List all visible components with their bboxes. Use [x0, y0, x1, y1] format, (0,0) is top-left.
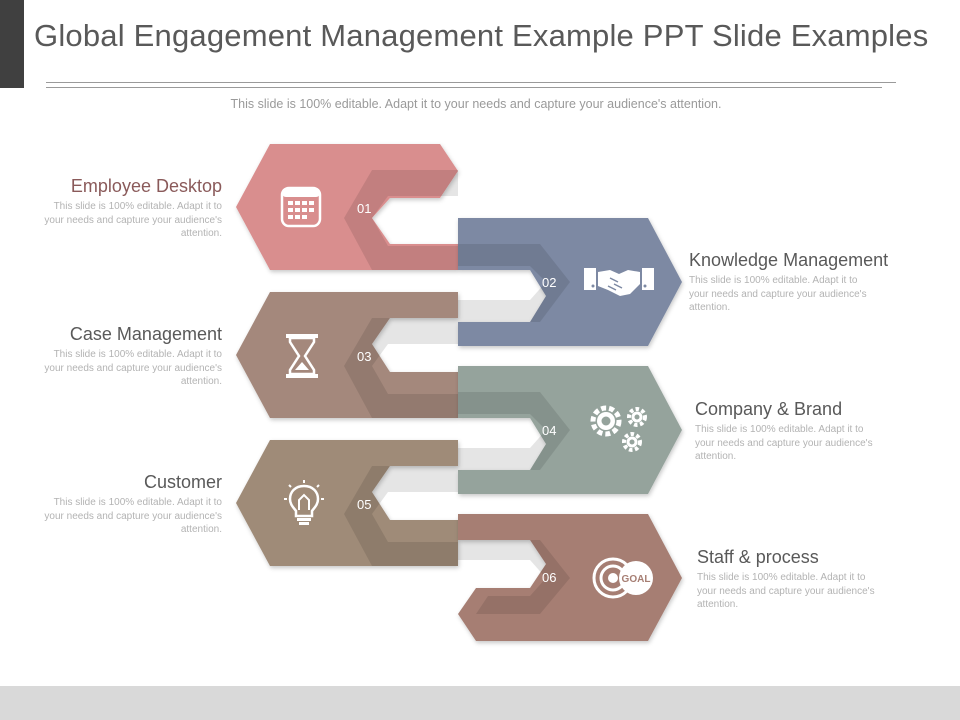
step-04-desc: This slide is 100% editable. Adapt it to… — [695, 424, 873, 462]
step-02-title: Knowledge Management — [689, 250, 889, 270]
step-01-arrow — [236, 144, 458, 270]
step-02-number: 02 — [542, 275, 556, 290]
goal-target-icon: GOAL — [592, 557, 653, 599]
step-02-arrow — [458, 218, 682, 346]
handshake-icon — [584, 268, 654, 296]
step-03-arrow — [236, 292, 458, 418]
step-05-arrow — [236, 440, 458, 566]
step-06-desc: This slide is 100% editable. Adapt it to… — [697, 572, 875, 610]
step-06-label: Staff & process This slide is 100% edita… — [697, 547, 947, 612]
step-06-title: Staff & process — [697, 547, 819, 567]
step-02-label: Knowledge Management This slide is 100% … — [689, 250, 949, 315]
step-04-label: Company & Brand This slide is 100% edita… — [695, 399, 945, 464]
step-05-title: Customer — [143, 472, 222, 492]
slide-subtitle: This slide is 100% editable. Adapt it to… — [230, 97, 722, 111]
lightbulb-icon — [284, 480, 324, 525]
step-04-number: 04 — [542, 423, 556, 438]
step-01-label: Employee Desktop This slide is 100% edit… — [32, 176, 222, 241]
step-02-desc: This slide is 100% editable. Adapt it to… — [689, 275, 867, 313]
title-divider-bottom — [46, 87, 882, 88]
slide-title: Global Engagement Management Example PPT… — [34, 18, 929, 53]
step-04-arrow — [458, 366, 682, 494]
calendar-icon — [280, 186, 322, 228]
step-06-arrow — [458, 514, 682, 641]
step-06-number: 06 — [542, 570, 556, 585]
corner-accent-block — [0, 0, 24, 88]
step-03-desc: This slide is 100% editable. Adapt it to… — [44, 349, 222, 387]
svg-text:GOAL: GOAL — [622, 574, 651, 585]
step-01-title: Employee Desktop — [70, 176, 222, 196]
step-03-label: Case Management This slide is 100% edita… — [32, 324, 222, 389]
step-04-title: Company & Brand — [695, 399, 843, 419]
title-divider-top — [46, 82, 896, 83]
step-05-label: Customer This slide is 100% editable. Ad… — [32, 472, 222, 537]
gears-icon — [590, 405, 647, 452]
step-03-number: 03 — [357, 349, 371, 364]
step-05-number: 05 — [357, 497, 371, 512]
step-01-number: 01 — [357, 201, 371, 216]
hourglass-icon — [286, 334, 318, 378]
step-05-desc: This slide is 100% editable. Adapt it to… — [44, 497, 222, 535]
footer-band — [0, 686, 960, 720]
step-03-title: Case Management — [69, 324, 222, 344]
step-01-desc: This slide is 100% editable. Adapt it to… — [44, 201, 222, 239]
